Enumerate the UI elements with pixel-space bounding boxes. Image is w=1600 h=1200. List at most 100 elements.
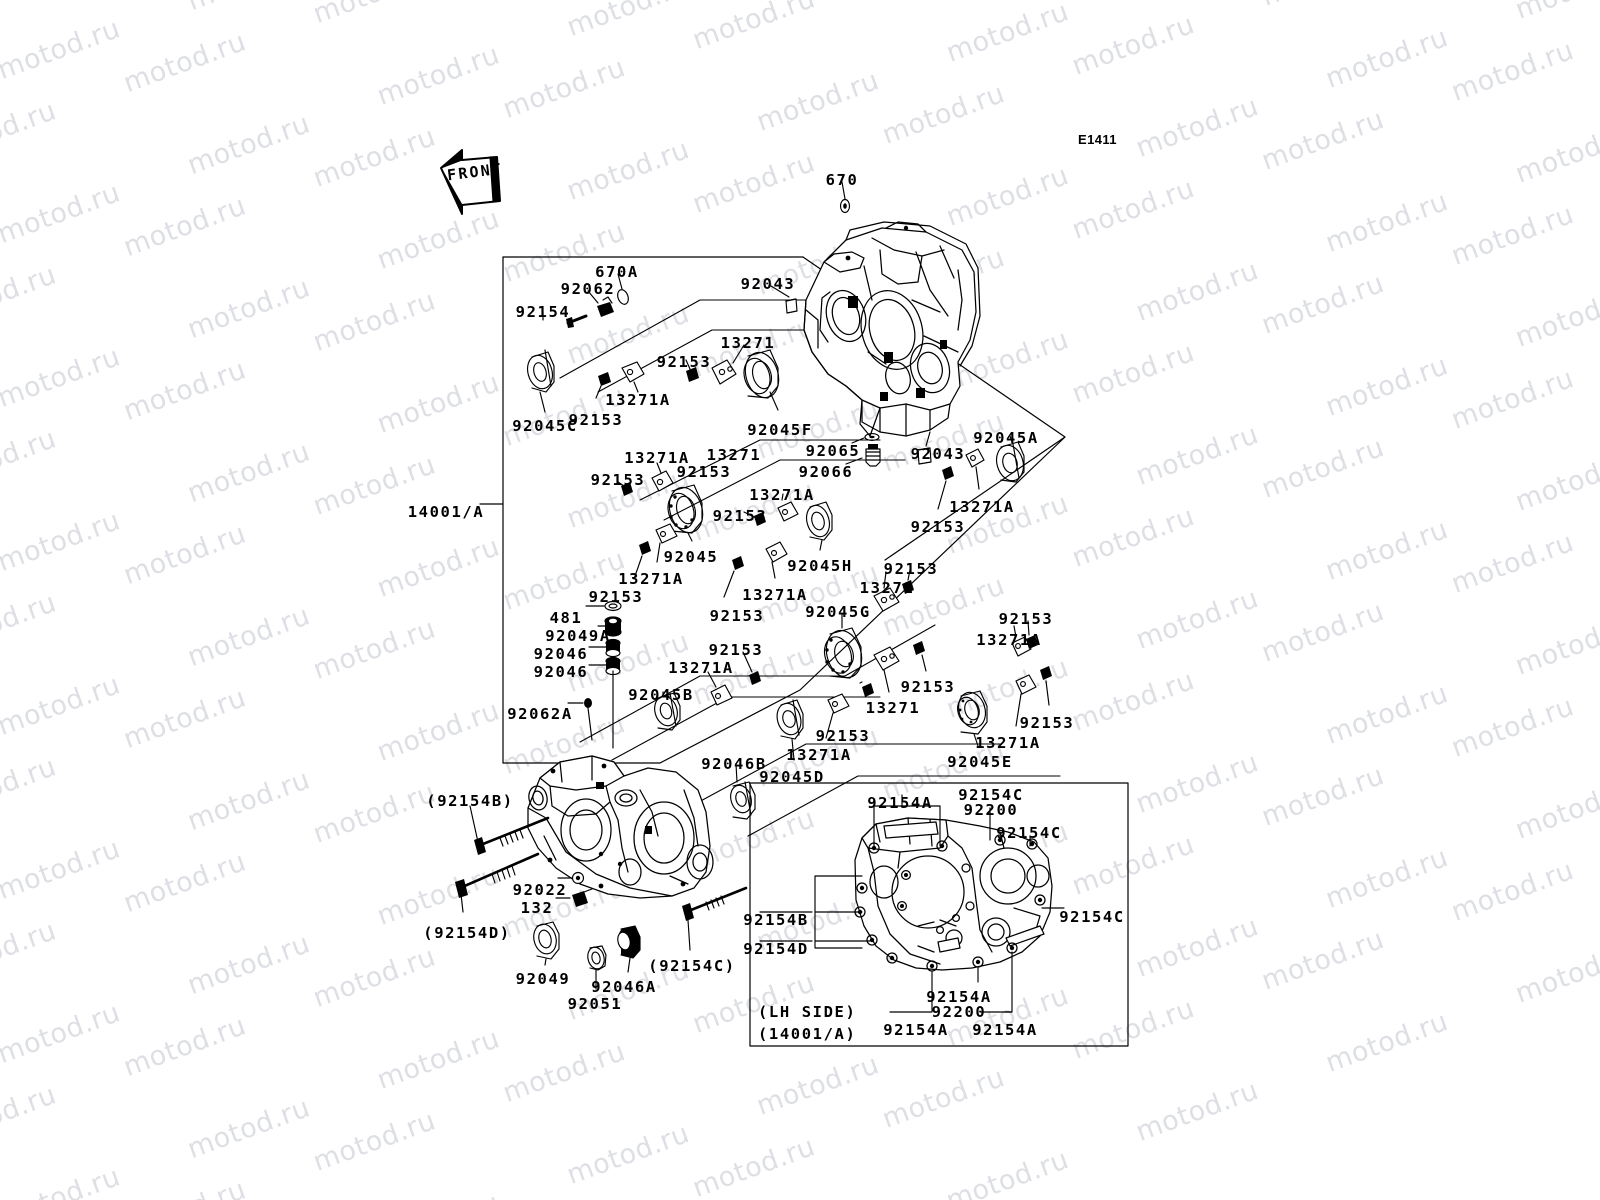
part-number-label: (14001/A) — [758, 1025, 857, 1043]
part-92153-bolt-d — [633, 541, 651, 580]
part-92045E-bearing — [957, 690, 988, 747]
part-number-label: 132 — [520, 899, 554, 917]
part-number-label: 92154C — [996, 824, 1062, 842]
part-481-circlip — [585, 600, 622, 612]
part-number-label: 13271A — [976, 631, 1042, 649]
part-number-label: 13271 — [859, 579, 915, 597]
part-number-label: 92153 — [815, 727, 871, 745]
part-92153-bolt-f — [723, 556, 744, 598]
part-number-label: 92154 — [515, 303, 571, 321]
part-number-label: 13271 — [865, 699, 921, 717]
part-number-label: 13271A — [975, 734, 1041, 752]
part-13271A-plate-f — [707, 671, 733, 706]
part-670-oring — [839, 181, 851, 214]
part-number-label: 13271A — [618, 570, 684, 588]
part-number-label: 92045B — [628, 686, 694, 704]
part-number-label: 92153 — [998, 610, 1054, 628]
part-number-label: 92062 — [560, 280, 616, 298]
part-92045-bearing — [667, 484, 704, 542]
part-number-label: 92154A — [972, 1021, 1038, 1039]
part-number-label: 92045D — [759, 768, 825, 786]
part-number-label: 92045F — [747, 421, 813, 439]
part-92066-plug — [845, 444, 881, 467]
part-number-label: 92049 — [515, 970, 571, 988]
part-13271A-plate-g — [825, 693, 850, 739]
part-92045F-bearing — [743, 349, 780, 411]
part-number-label: 13271A — [605, 391, 671, 409]
part-number-label: 481 — [549, 609, 583, 627]
part-92045B-bearing — [654, 691, 681, 731]
part-92154B-bolt — [469, 805, 550, 855]
part-number-label: 670 — [825, 171, 859, 189]
part-92154C-bolt — [682, 886, 748, 951]
part-number-label: 92154C — [958, 786, 1024, 804]
part-92153-bolt-right — [937, 466, 954, 510]
part-number-label: 92045 — [663, 548, 719, 566]
part-92153-bolt-i — [859, 681, 874, 697]
part-number-label: 92046B — [701, 755, 767, 773]
part-number-label: 13271A — [786, 746, 852, 764]
part-13271-plate-a — [711, 344, 745, 385]
part-number-label: 92154D — [743, 940, 809, 958]
part-number-label: 92062A — [507, 705, 573, 723]
part-number-label: 13271 — [720, 334, 776, 352]
part-number-label: 92045H — [787, 557, 853, 575]
part-number-label: 14001/A — [407, 503, 485, 521]
part-number-label: 92065 — [805, 442, 861, 460]
part-number-label: 92046 — [533, 663, 589, 681]
part-number-label: 92154A — [883, 1021, 949, 1039]
part-number-label: (LH SIDE) — [758, 1003, 857, 1021]
part-number-label: 92066 — [798, 463, 854, 481]
part-number-label: 92153 — [588, 588, 644, 606]
part-92153-bolt-g — [902, 569, 914, 594]
part-number-label: 13271A — [742, 586, 808, 604]
part-92046A-bearing — [617, 925, 641, 973]
part-13271A-plate-c — [655, 523, 678, 563]
part-number-label: 92051 — [567, 995, 623, 1013]
part-13271A-plate-d — [777, 493, 799, 522]
part-92046-bearing-a — [588, 638, 621, 658]
part-number-label: 92022 — [512, 881, 568, 899]
crankcase-half-lh-illustration — [854, 817, 1053, 972]
part-13271A-plate-e — [765, 541, 788, 579]
part-13271A-plate-right — [965, 448, 985, 490]
part-number-label: 92153 — [1019, 714, 1075, 732]
part-92046-bearing-b — [588, 656, 621, 749]
part-92154D-bolt — [455, 852, 540, 913]
part-number-label: 92045C — [512, 417, 578, 435]
part-number-label: 92045A — [973, 429, 1039, 447]
part-92153-bolt-e — [743, 511, 766, 526]
part-number-label: 92153 — [900, 678, 956, 696]
part-92045C-bearing — [526, 349, 555, 413]
part-number-label: 92153 — [568, 411, 624, 429]
diagram-code: E1411 — [1078, 132, 1117, 147]
part-number-label: 92153 — [590, 471, 646, 489]
part-number-label: 92154A — [926, 988, 992, 1006]
part-number-label: (92154B) — [426, 792, 514, 810]
part-number-label: 92153 — [709, 607, 765, 625]
part-92153-bolt-h — [742, 651, 761, 685]
part-number-label: 13271A — [949, 498, 1015, 516]
part-number-label: (92154C) — [648, 957, 736, 975]
part-13271-plate-right-b — [873, 646, 900, 693]
part-number-label: 13271A — [749, 486, 815, 504]
part-number-label: 13271A — [624, 449, 690, 467]
part-number-label: 92043 — [740, 275, 796, 293]
part-92153-bolt-b — [685, 359, 699, 382]
part-number-label: 670A — [595, 263, 639, 281]
part-number-label: 92043 — [910, 445, 966, 463]
part-92043-dowel-pin-lower — [917, 431, 932, 465]
part-number-label: 92153 — [910, 518, 966, 536]
inset-boundary-lh-side — [749, 782, 1129, 1047]
part-number-label: 92153 — [708, 641, 764, 659]
part-92045G-bearing — [823, 613, 863, 679]
crankcase-half-rh-illustration — [803, 221, 981, 437]
part-number-label: (92154D) — [423, 924, 511, 942]
part-92062-nozzle — [587, 290, 614, 317]
part-92049-oilseal — [533, 921, 560, 966]
part-number-label: 13271 — [706, 446, 762, 464]
part-92051-collar — [587, 945, 607, 990]
part-92153-bolt-l — [1040, 666, 1052, 706]
